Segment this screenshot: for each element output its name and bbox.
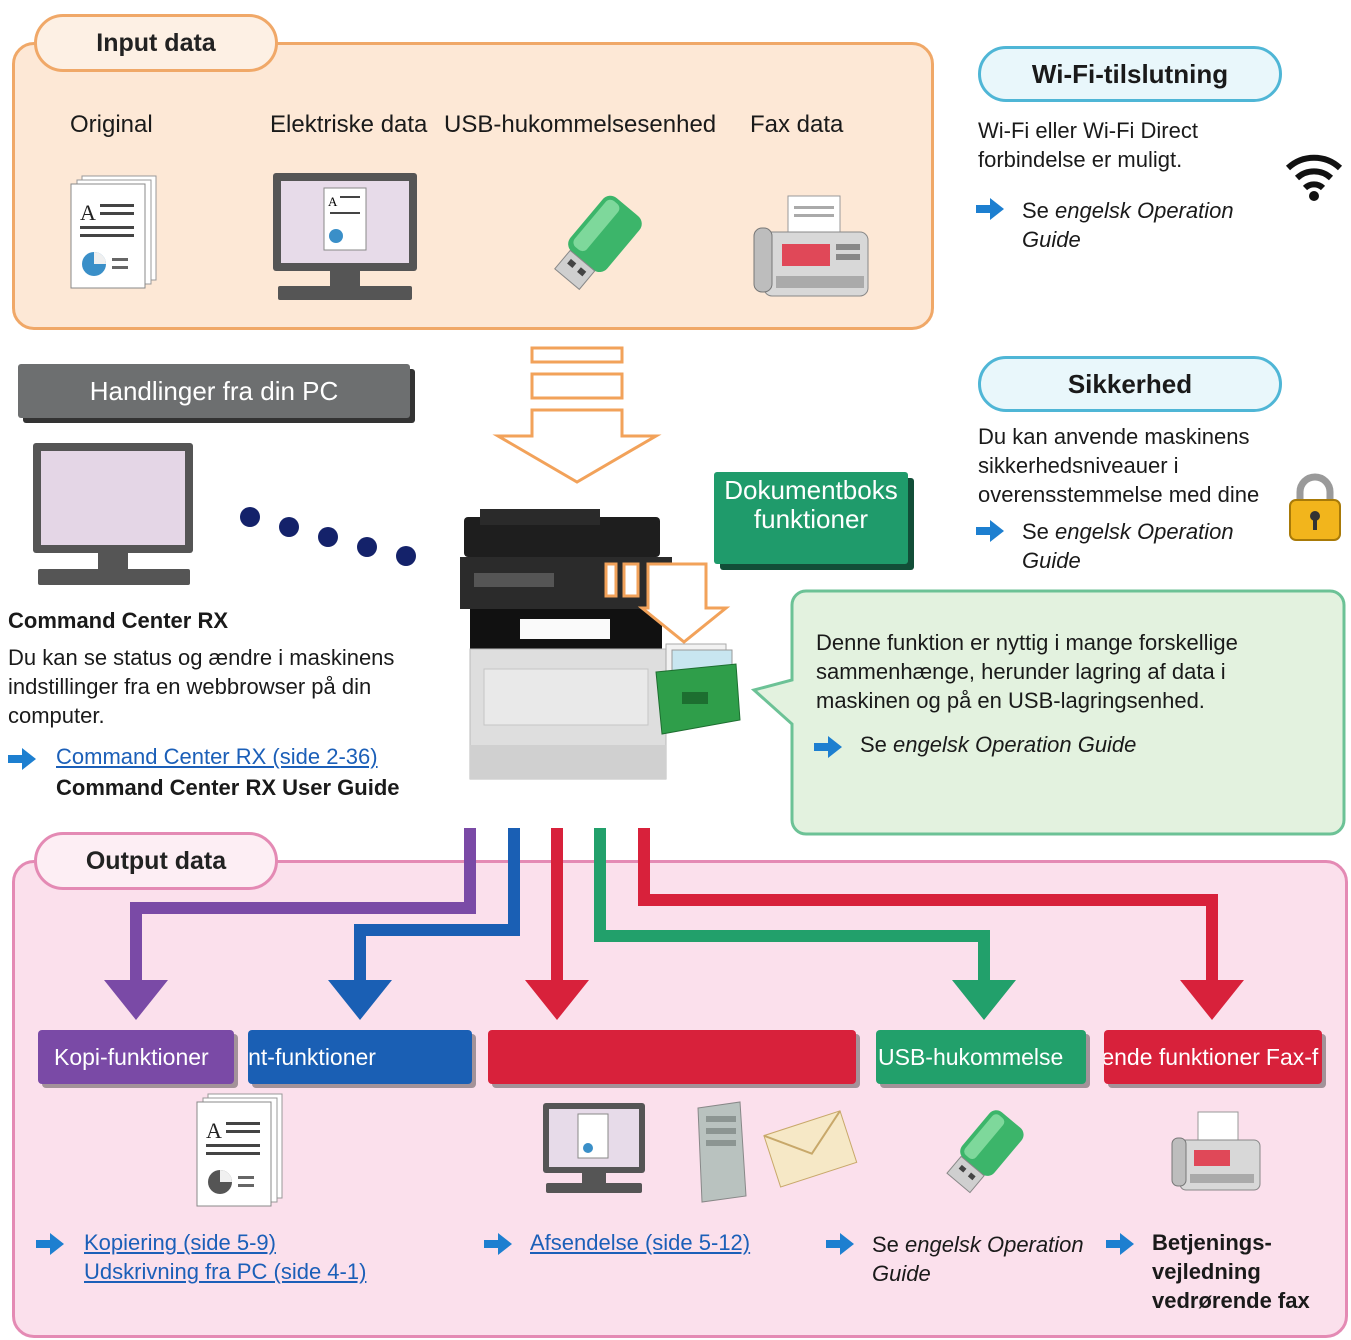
usb-memory-bar: USB-hukommelse [876, 1030, 1086, 1084]
send-link[interactable]: Afsendelse (side 5-12) [530, 1230, 751, 1255]
fax-machine-icon [753, 195, 869, 297]
input-data-title: Input data [34, 14, 278, 72]
fax-ref-arrow-icon [1106, 1233, 1134, 1255]
usb-output-arrow [594, 828, 990, 985]
copy-link[interactable]: Kopiering (side 5-9) [84, 1230, 276, 1255]
send-ref-arrow-icon [484, 1233, 512, 1255]
document-box-arrow [604, 562, 731, 644]
security-description: Du kan anvende maskinens sikkerhedsnivea… [978, 424, 1260, 507]
send-functions-label: Sende funktioner [1104, 1043, 1260, 1070]
svg-text:A: A [206, 1118, 222, 1143]
multifunction-printer-image [460, 509, 672, 780]
envelope-icon [763, 1110, 858, 1188]
command-center-guide: Command Center RX User Guide [56, 775, 400, 800]
document-stack-icon: A [70, 175, 157, 289]
usb-stick-icon [554, 195, 642, 291]
document-box-ref-arrow-icon [814, 736, 842, 758]
document-box-icon [655, 643, 741, 735]
usb-memory-label: USB-hukommelse [878, 1043, 1064, 1070]
security-title: Sikkerhed [978, 356, 1282, 412]
print-output-arrowhead [328, 980, 392, 1020]
wifi-ref-arrow-icon [976, 198, 1004, 220]
print-functions-bar: Print-funktioner [248, 1030, 472, 1084]
command-center-link[interactable]: Command Center RX (side 2-36) [56, 744, 378, 769]
send-output-arrowhead [525, 980, 589, 1020]
fax-output-arrowhead [1180, 980, 1244, 1020]
security-reference: Se engelsk Operation Guide [1022, 519, 1234, 573]
pc-section-title: Handlinger fra din PC [18, 364, 410, 418]
usb-output-arrowhead [952, 980, 1016, 1020]
input-item-usb: USB-hukommelsesenhed [444, 111, 717, 138]
input-item-electronic: Elektriske data [270, 111, 428, 138]
input-down-arrow [492, 346, 662, 484]
send-functions-bar [488, 1030, 856, 1084]
input-item-fax: Fax data [750, 111, 844, 138]
document-box-label: Dokumentboks funktioner [714, 472, 908, 564]
copy-output-arrow [130, 828, 476, 985]
fax-functions-label: Fax-f [1265, 1043, 1319, 1070]
print-functions-label: Print-funktioner [248, 1043, 376, 1070]
pc-monitor-icon [33, 443, 193, 585]
svg-text:A: A [80, 200, 96, 225]
monitor-icon: A [273, 173, 417, 300]
server-tower-icon [697, 1101, 747, 1203]
output-usb-stick-icon [946, 1110, 1024, 1194]
copy-document-stack-icon: A [196, 1093, 283, 1207]
document-box-label-line2: funktioner [753, 504, 869, 534]
print-output-arrow [354, 828, 520, 985]
wifi-title: Wi-Fi-tilslutning [978, 46, 1282, 102]
document-box-reference: Se engelsk Operation Guide [860, 732, 1137, 757]
usb-reference: Se engelsk Operation Guide [872, 1232, 1084, 1286]
document-box-label-line1: Dokumentboks [724, 475, 898, 505]
fax-output-arrow [638, 828, 1218, 985]
send-monitor-icon [543, 1103, 645, 1193]
pc-ref-arrow-icon [8, 748, 36, 770]
output-fax-machine-icon [1171, 1111, 1261, 1191]
wifi-description: Wi-Fi eller Wi-Fi Direct forbindelse er … [978, 118, 1198, 172]
svg-text:A: A [328, 194, 338, 209]
wifi-reference: Se engelsk Operation Guide [1022, 198, 1234, 252]
copy-functions-label: Kopi-funktioner [54, 1043, 209, 1070]
input-item-original: Original [70, 111, 153, 138]
fax-functions-bar: Sende funktioner Fax-f [1104, 1030, 1322, 1084]
copy-ref-arrow-icon [36, 1233, 64, 1255]
document-box-description: Denne funktion er nyttig i mange forskel… [816, 630, 1238, 713]
command-center-description: Du kan se status og ændre i maskinens in… [8, 645, 395, 728]
padlock-icon [1289, 473, 1341, 541]
output-data-title: Output data [34, 832, 278, 890]
usb-ref-arrow-icon [826, 1233, 854, 1255]
copy-functions-bar: Kopi-funktioner [38, 1030, 234, 1084]
copy-output-arrowhead [104, 980, 168, 1020]
fax-guide: Betjenings-vejledning vedrørende fax [1152, 1230, 1310, 1313]
print-from-pc-link[interactable]: Udskrivning fra PC (side 4-1) [84, 1259, 367, 1284]
command-center-heading: Command Center RX [8, 608, 229, 633]
security-ref-arrow-icon [976, 520, 1004, 542]
document-box-callout [750, 589, 1346, 836]
connection-dots [240, 507, 416, 566]
wifi-icon [1285, 154, 1343, 201]
